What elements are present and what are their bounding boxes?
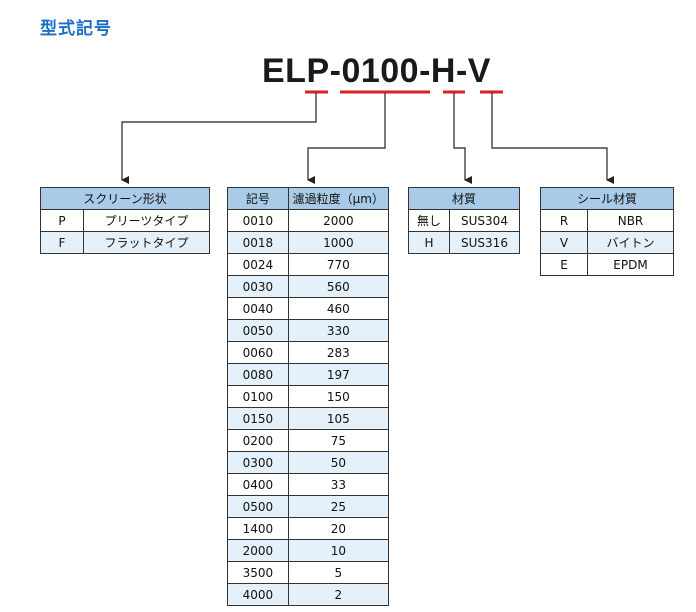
table-row: E EPDM [540, 253, 674, 276]
filtration-code-header: 記号 [227, 187, 289, 210]
connector-seal [491, 93, 614, 184]
seal-value: バイトン [587, 231, 674, 254]
filtration-code: 0024 [227, 253, 289, 276]
table-row: 無し SUS304 [408, 209, 520, 232]
material-code: 無し [408, 209, 450, 232]
screen-shape-table: スクリーン形状 P プリーツタイプ F フラットタイプ [40, 187, 210, 254]
connector-material [453, 93, 472, 184]
filtration-code: 0400 [227, 473, 289, 496]
filtration-size: 2 [287, 583, 390, 606]
filtration-code: 0018 [227, 231, 289, 254]
filtration-size: 50 [287, 451, 390, 474]
screen-value: プリーツタイプ [83, 209, 210, 232]
material-table: 材質 無し SUS304 H SUS316 [408, 187, 520, 254]
seal-material-header: シール材質 [540, 187, 674, 210]
screen-code: P [40, 209, 84, 232]
material-value: SUS304 [449, 209, 520, 232]
screen-code: F [40, 231, 84, 254]
filtration-code: 0010 [227, 209, 289, 232]
filtration-size: 33 [287, 473, 390, 496]
page-title: 型式記号 [40, 19, 112, 39]
filtration-size: 2000 [287, 209, 390, 232]
table-row: H SUS316 [408, 231, 520, 254]
filtration-size: 105 [287, 407, 390, 430]
table-row: R NBR [540, 209, 674, 232]
filtration-code: 0030 [227, 275, 289, 298]
material-value: SUS316 [449, 231, 520, 254]
screen-shape-header: スクリーン形状 [40, 187, 210, 210]
filtration-code: 1400 [227, 517, 289, 540]
seal-value: EPDM [587, 253, 674, 276]
filtration-size: 197 [287, 363, 390, 386]
screen-value: フラットタイプ [83, 231, 210, 254]
filtration-code: 2000 [227, 539, 289, 562]
filtration-code: 0300 [227, 451, 289, 474]
filtration-code: 0060 [227, 341, 289, 364]
filtration-size: 330 [287, 319, 390, 342]
seal-code: V [540, 231, 588, 254]
filtration-size-header: 濾過粒度（μm） [287, 187, 390, 210]
seal-code: E [540, 253, 588, 276]
filtration-code: 0080 [227, 363, 289, 386]
filtration-size: 75 [287, 429, 390, 452]
table-row: P プリーツタイプ [40, 209, 210, 232]
table-row: V バイトン [540, 231, 674, 254]
filtration-code: 0500 [227, 495, 289, 518]
filtration-size: 460 [287, 297, 390, 320]
connector-filtration [307, 93, 386, 184]
filtration-size: 25 [287, 495, 390, 518]
filtration-size: 5 [287, 561, 390, 584]
material-header: 材質 [408, 187, 520, 210]
filtration-size: 560 [287, 275, 390, 298]
model-code: ELP-0100-H-V [262, 52, 491, 90]
table-row: F フラットタイプ [40, 231, 210, 254]
filtration-size: 150 [287, 385, 390, 408]
seal-material-table: シール材質 R NBR V バイトン E EPDM [540, 187, 674, 276]
filtration-code: 3500 [227, 561, 289, 584]
filtration-code: 0150 [227, 407, 289, 430]
filtration-size: 20 [287, 517, 390, 540]
filtration-size: 770 [287, 253, 390, 276]
filtration-code: 0200 [227, 429, 289, 452]
filtration-code: 4000 [227, 583, 289, 606]
filtration-code: 0100 [227, 385, 289, 408]
filtration-code: 0050 [227, 319, 289, 342]
filtration-code: 0040 [227, 297, 289, 320]
filtration-size: 283 [287, 341, 390, 364]
connector-screen [121, 93, 317, 184]
filtration-size: 10 [287, 539, 390, 562]
seal-value: NBR [587, 209, 674, 232]
filtration-size: 1000 [287, 231, 390, 254]
material-code: H [408, 231, 450, 254]
seal-code: R [540, 209, 588, 232]
